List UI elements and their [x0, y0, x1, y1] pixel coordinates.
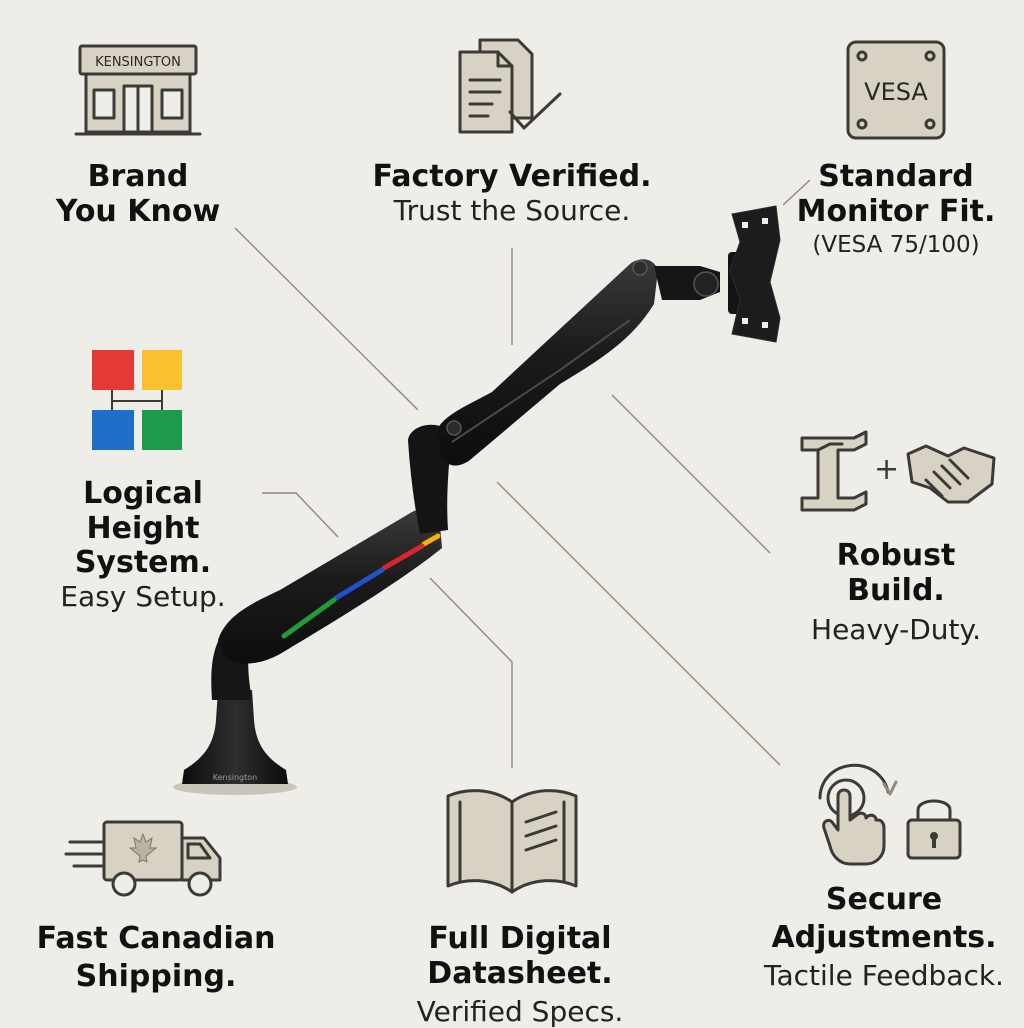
color-squares-icon: [92, 350, 182, 450]
arm-base-label: Kensington: [213, 773, 257, 782]
arm-upper-segment: [438, 259, 658, 466]
vesa-plate-icon: VESA: [846, 40, 946, 140]
finger-tap-icon: [818, 763, 898, 866]
feature-robust: Robust Build. Heavy-Duty.: [786, 538, 1006, 646]
feature-factory: Factory Verified. Trust the Source.: [352, 159, 672, 227]
height-heading-line-1: Logical Height: [83, 476, 203, 547]
open-book-icon: [446, 789, 578, 894]
square-blue: [92, 410, 134, 450]
arm-color-stripe-yellow: [421, 533, 441, 547]
arm-top-pivot: [632, 260, 648, 276]
shipping-heading-line-1: Fast Canadian: [36, 921, 276, 956]
connector-brand: [234, 227, 419, 411]
connector-robust: [611, 394, 771, 554]
feature-shipping: Fast Canadian Shipping.: [32, 921, 280, 995]
height-subheading: Easy Setup.: [60, 580, 226, 614]
robust-heading: Robust Build.: [836, 538, 956, 609]
arm-tilt-knob: [693, 271, 719, 297]
square-green: [142, 410, 182, 450]
connector-datasheet: [429, 577, 513, 768]
vesa-mount-plate: [729, 205, 781, 343]
connector-secure: [496, 481, 781, 766]
document-check-icon: [458, 38, 562, 134]
arm-color-stripe-green: [281, 597, 337, 639]
arm-upper-pivot: [446, 420, 462, 436]
arm-color-stripe-red: [381, 543, 425, 571]
brand-heading-line-2: You Know: [55, 194, 221, 230]
brand-heading-line-1: Brand: [87, 159, 189, 194]
robust-subheading: Heavy-Duty.: [811, 612, 981, 646]
steel-beam-icon: [800, 430, 868, 512]
connector-vesa: [782, 179, 811, 206]
factory-subheading: Trust the Source.: [393, 194, 631, 228]
datasheet-subheading: Verified Specs.: [416, 994, 624, 1028]
arm-lower-segment: [218, 509, 442, 664]
secure-subheading: Tactile Feedback.: [764, 958, 1004, 992]
square-yellow: [142, 350, 182, 390]
feature-datasheet: Full Digital Datasheet. Verified Specs.: [336, 921, 704, 1028]
vesa-heading-line-2: Monitor Fit.: [796, 194, 996, 230]
handshake-icon: [906, 444, 996, 504]
feature-vesa: Standard Monitor Fit. (VESA 75/100): [796, 159, 996, 259]
connector-height: [262, 492, 339, 538]
store-sign-text: KENSINGTON: [95, 55, 181, 70]
height-heading-line-2: System.: [74, 544, 212, 580]
arm-base: [182, 690, 288, 784]
feature-secure: Secure Adjustments. Tactile Feedback.: [746, 882, 1022, 992]
plus-sign: +: [874, 452, 900, 487]
padlock-icon: [906, 799, 962, 860]
square-red: [92, 350, 134, 390]
factory-heading: Factory Verified.: [372, 159, 652, 194]
arm-upper-inner: [451, 319, 631, 443]
delivery-truck-icon: [64, 820, 222, 897]
vesa-heading-line-1: Standard: [818, 159, 974, 194]
feature-height: Logical Height System. Easy Setup.: [28, 476, 258, 613]
secure-heading-line-1: Secure: [825, 882, 943, 917]
store-icon: KENSINGTON: [74, 44, 202, 136]
shipping-heading-line-2: Shipping.: [75, 959, 237, 995]
feature-brand: Brand You Know: [48, 159, 228, 230]
arm-color-stripe-blue: [333, 567, 385, 601]
maple-leaf-icon: [128, 832, 158, 863]
vesa-subheading: (VESA 75/100): [812, 231, 980, 258]
secure-heading-line-2: Adjustments.: [771, 920, 997, 956]
datasheet-heading: Full Digital Datasheet.: [427, 921, 613, 992]
vesa-plate-text: VESA: [864, 78, 928, 106]
